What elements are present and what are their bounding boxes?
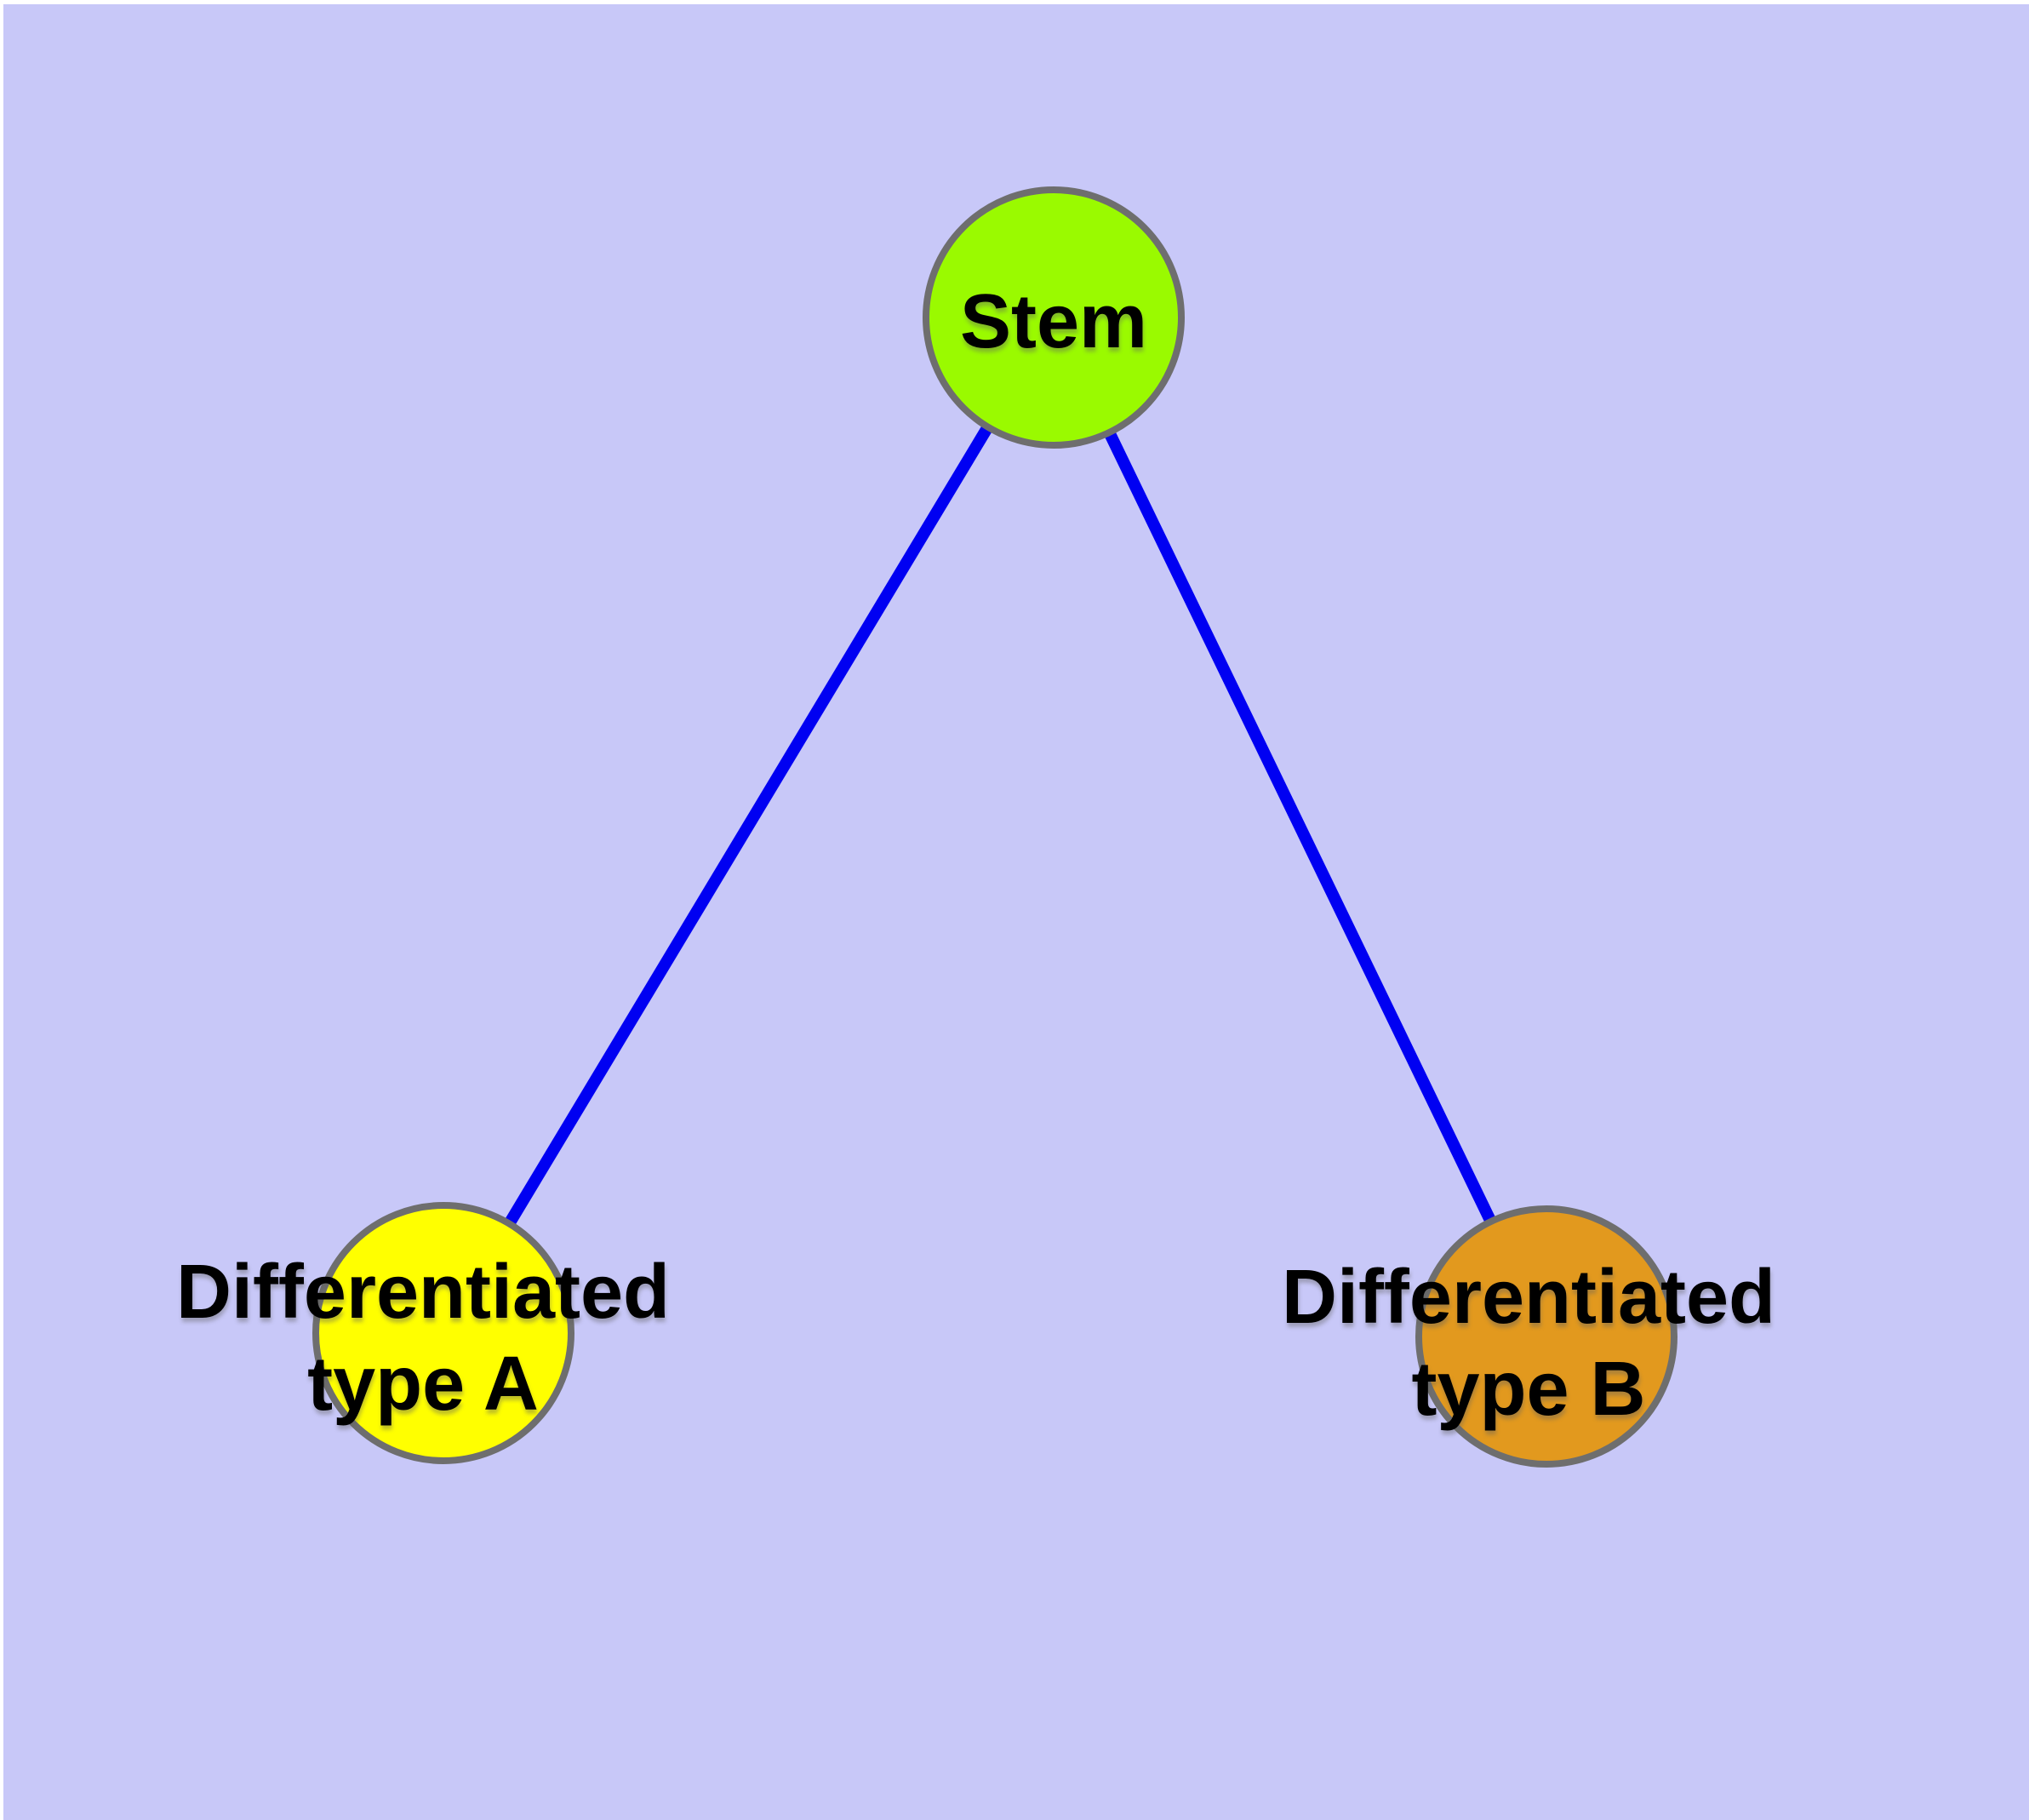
- node-differentiated-type-b-label-line1: Differentiated: [1282, 1255, 1775, 1340]
- node-differentiated-type-a-label-line2: type A: [307, 1342, 539, 1427]
- node-stem-label: Stem: [960, 279, 1147, 364]
- node-differentiated-type-b-circle: [1415, 1205, 1677, 1468]
- node-differentiated-type-a-circle: [312, 1202, 574, 1464]
- node-stem-circle: [923, 186, 1185, 449]
- node-differentiated-type-b-label-line2: type B: [1411, 1347, 1645, 1432]
- edge-stem-to-type-b: [1048, 314, 1552, 1340]
- node-differentiated-type-a-label-line1: Differentiated: [176, 1250, 670, 1335]
- edge-stem-to-type-a: [438, 314, 1059, 1336]
